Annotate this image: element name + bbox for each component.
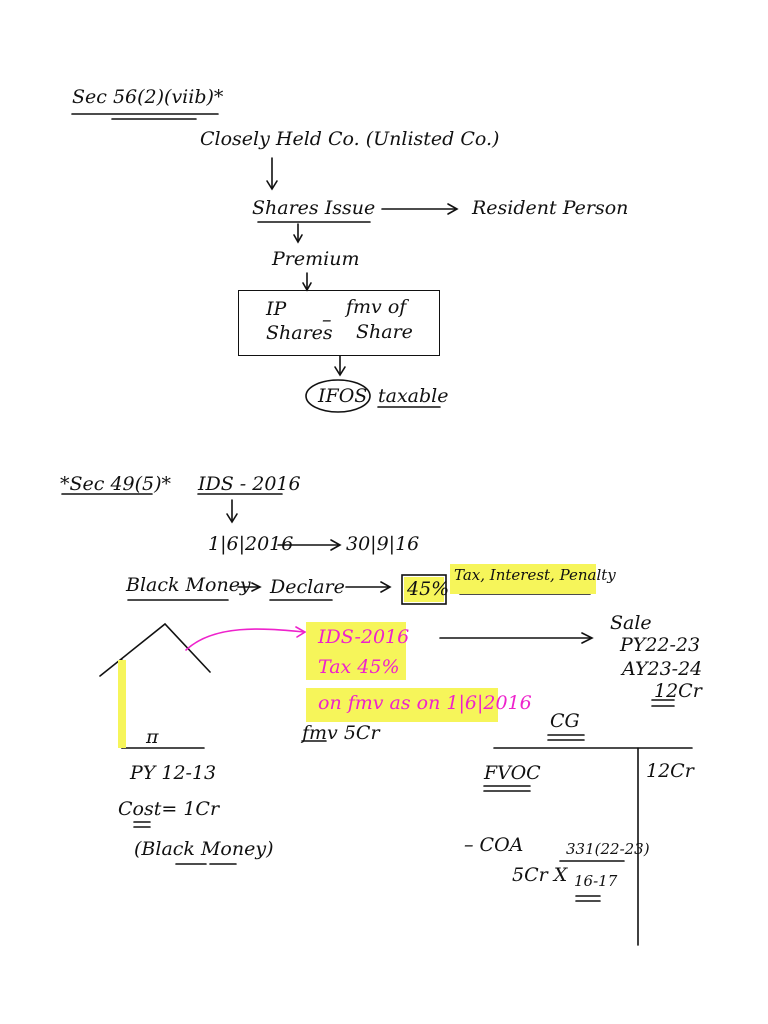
ifos-label: IFOS: [318, 385, 368, 407]
tax-interest-penalty: Tax, Interest, Penalty: [454, 566, 616, 584]
box-share-label: Share: [356, 321, 413, 343]
pink-fmv-date: on fmv as on 1|6|2016: [318, 692, 532, 714]
shares-issue-label: Shares Issue: [252, 197, 376, 219]
coa-denominator: 16-17: [574, 872, 618, 890]
fmv-5cr: fmv 5Cr: [302, 722, 380, 744]
ids-2016-label: IDS - 2016: [198, 473, 301, 495]
house-pi-label: π: [146, 726, 159, 748]
rate-45-label: 45%: [407, 578, 450, 600]
fvoc-label: FVOC: [484, 762, 541, 784]
highlight-penalty: [450, 564, 596, 594]
closely-held-company: Closely Held Co. (Unlisted Co.): [200, 128, 500, 150]
coa-label: – COA: [464, 834, 524, 856]
date-to: 30|9|16: [346, 533, 420, 555]
resident-person-label: Resident Person: [472, 197, 629, 219]
ip-fmv-box: [238, 290, 440, 356]
coa-5cr: 5Cr X: [512, 864, 568, 886]
box-fmv-of-label: fmv of: [346, 296, 407, 318]
sale-ay: AY23-24: [622, 658, 703, 680]
sale-amount: 12Cr: [654, 680, 702, 702]
box-shares-label: Shares: [266, 322, 333, 344]
premium-label: Premium: [272, 248, 360, 270]
box-ip-label: IP: [266, 298, 287, 320]
sale-py: PY22-23: [620, 634, 701, 656]
fvoc-value: 12Cr: [646, 760, 694, 782]
sale-label: Sale: [610, 612, 652, 634]
highlight-house-wall: [118, 660, 126, 748]
highlight-45-box: [404, 577, 444, 602]
house-black-money: (Black Money): [134, 838, 274, 860]
highlight-fmv-line: [306, 688, 498, 722]
section-title-49: *Sec 49(5)*: [60, 473, 172, 495]
date-from: 1|6|2016: [208, 533, 294, 555]
coa-numerator: 331(22-23): [566, 840, 650, 858]
cg-title: CG: [550, 710, 580, 732]
pink-tax-45: Tax 45%: [318, 656, 400, 678]
taxable-label: taxable: [378, 385, 449, 407]
house-py: PY 12-13: [130, 762, 217, 784]
black-money-label: Black Money: [126, 574, 251, 596]
declare-label: Declare: [270, 576, 345, 598]
highlight-pink-block: [306, 622, 406, 680]
house-cost: Cost= 1Cr: [118, 798, 220, 820]
section-title-56: Sec 56(2)(viib)*: [72, 86, 224, 108]
pink-ids-2016: IDS-2016: [318, 626, 410, 648]
box-minus-sign: –: [322, 309, 332, 331]
